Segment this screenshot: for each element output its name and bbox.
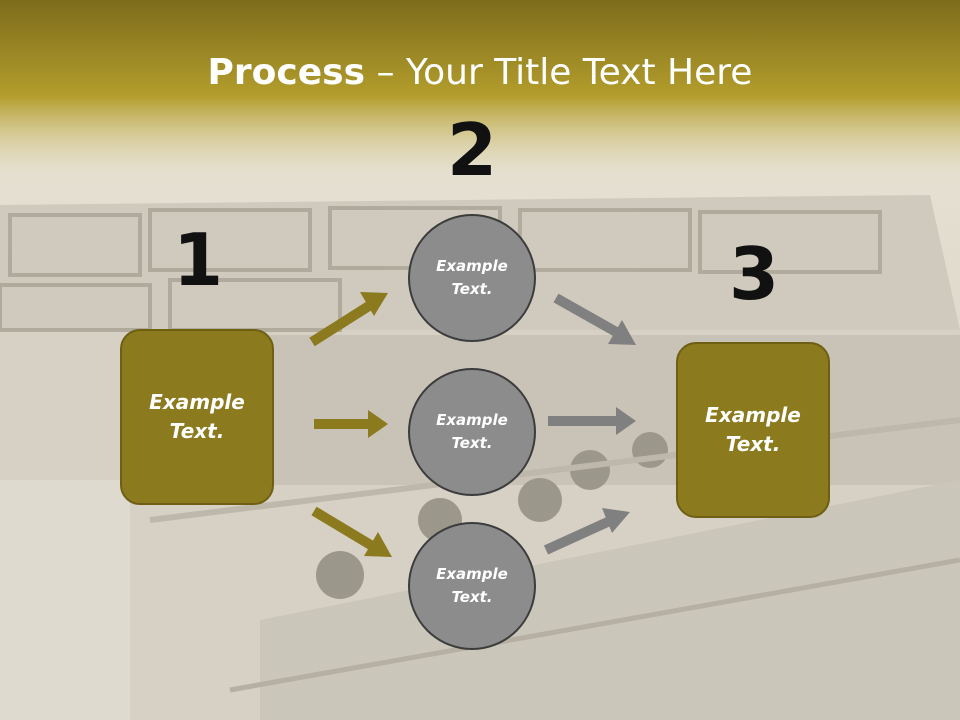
arrow-top-to-right (553, 293, 636, 345)
arrow-bottom-to-right (543, 508, 630, 555)
circle-top: Example Text. (408, 214, 536, 342)
circle-bottom-text: Example Text. (436, 565, 508, 606)
circle-bottom: Example Text. (408, 522, 536, 650)
title-bold: Process (207, 52, 366, 93)
right-process-box: Example Text. (676, 342, 830, 518)
left-box-text: Example Text. (149, 390, 245, 443)
arrow-middle-to-right (548, 407, 636, 435)
title-rest: – Your Title Text Here (365, 52, 753, 93)
left-process-box: Example Text. (120, 329, 274, 505)
arrow-left-to-middle (314, 410, 388, 438)
step-number-3: 3 (728, 232, 780, 316)
arrow-left-to-bottom (311, 506, 392, 557)
circle-top-text: Example Text. (436, 257, 508, 298)
circle-middle-text: Example Text. (436, 411, 508, 452)
step-number-2: 2 (446, 108, 498, 192)
right-box-text: Example Text. (705, 403, 801, 456)
arrow-left-to-top (309, 292, 388, 347)
circle-middle: Example Text. (408, 368, 536, 496)
step-number-1: 1 (172, 218, 224, 302)
page-title: Process – Your Title Text Here (0, 52, 960, 93)
